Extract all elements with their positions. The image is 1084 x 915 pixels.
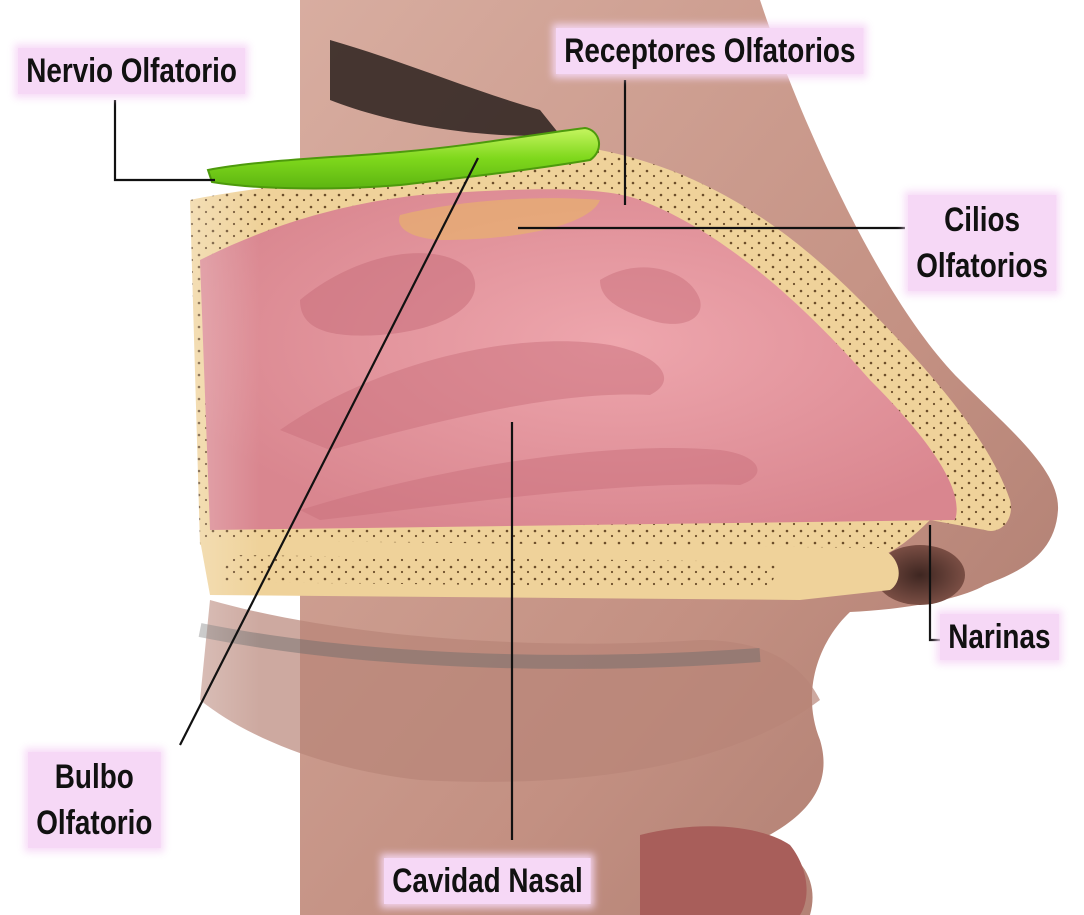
label-bulbo-line1: Bulbo xyxy=(36,754,152,800)
label-bulbo-line2: Olfatorio xyxy=(36,800,152,846)
label-narinas-text: Narinas xyxy=(948,618,1050,656)
label-cilios-olfatorios: Cilios Olfatorios xyxy=(908,195,1056,291)
label-cavidad-nasal: Cavidad Nasal xyxy=(384,858,591,904)
label-nervio-text: Nervio Olfatorio xyxy=(26,52,237,90)
label-bulbo-olfatorio: Bulbo Olfatorio xyxy=(28,752,161,848)
label-nervio-olfatorio: Nervio Olfatorio xyxy=(18,48,245,94)
label-receptores-olfatorios: Receptores Olfatorios xyxy=(556,28,864,74)
label-cavidad-text: Cavidad Nasal xyxy=(392,862,583,900)
label-cilios-line1: Cilios xyxy=(916,197,1048,243)
label-narinas: Narinas xyxy=(940,614,1059,660)
label-cilios-line2: Olfatorios xyxy=(916,243,1048,289)
label-receptores-text: Receptores Olfatorios xyxy=(564,32,855,70)
